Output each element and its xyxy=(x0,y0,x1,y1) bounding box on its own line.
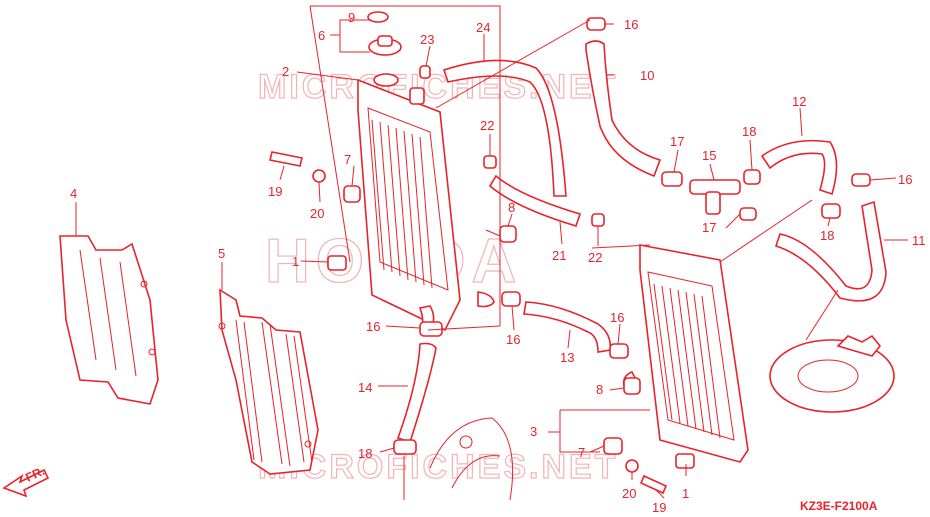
callout-16: 16 xyxy=(898,172,912,187)
callout-12: 12 xyxy=(792,94,806,109)
callout-20: 20 xyxy=(622,486,636,501)
callout-11: 11 xyxy=(912,233,926,248)
small-fittings xyxy=(269,17,871,495)
callout-15: 15 xyxy=(702,148,716,163)
left-radiator xyxy=(357,73,495,332)
engine-fragment xyxy=(429,417,514,501)
callout-9: 9 xyxy=(348,10,355,25)
callout-5: 5 xyxy=(218,246,225,261)
callout-19: 19 xyxy=(268,184,282,199)
callout-16: 16 xyxy=(610,310,624,325)
watermark-top: MICROFICHES.NET xyxy=(258,68,618,106)
callout-23: 23 xyxy=(420,32,434,47)
callout-19: 19 xyxy=(652,500,666,515)
hose-14 xyxy=(396,342,437,444)
callout-1: 1 xyxy=(292,254,299,269)
callout-1: 1 xyxy=(682,486,689,501)
cylinder-head xyxy=(769,334,895,413)
callout-18: 18 xyxy=(358,446,372,461)
callout-17: 17 xyxy=(670,134,684,149)
callout-16: 16 xyxy=(506,332,520,347)
callout-10: 10 xyxy=(640,68,654,83)
hose-24 xyxy=(442,59,567,197)
hose-12 xyxy=(760,139,838,196)
callout-17: 17 xyxy=(702,220,716,235)
callout-8: 8 xyxy=(596,382,603,397)
radiator-shroud-left xyxy=(59,235,159,405)
joint-15 xyxy=(689,179,741,215)
callout-21: 21 xyxy=(552,248,566,263)
radiator-shroud-right xyxy=(218,288,319,475)
hose-21 xyxy=(488,174,582,227)
direction-label: FR. xyxy=(23,464,46,485)
callout-22: 22 xyxy=(480,118,494,133)
callout-16: 16 xyxy=(624,17,638,32)
callout-3: 3 xyxy=(530,424,537,439)
callout-18: 18 xyxy=(742,124,756,139)
hose-13 xyxy=(523,301,612,353)
right-radiator xyxy=(622,244,749,463)
callout-6: 6 xyxy=(318,28,325,43)
callout-13: 13 xyxy=(560,350,574,365)
hose-10 xyxy=(585,40,662,178)
callout-2: 2 xyxy=(282,64,289,79)
callout-4: 4 xyxy=(70,186,77,201)
callout-20: 20 xyxy=(310,206,324,221)
callout-7: 7 xyxy=(344,152,351,167)
radiator-cap xyxy=(367,11,402,56)
callout-7: 7 xyxy=(578,445,585,460)
front-direction-arrow: FR. xyxy=(2,464,50,498)
callout-16: 16 xyxy=(366,319,380,334)
callout-labels: 1 1 2 3 4 5 6 7 7 8 8 9 10 11 12 13 14 1… xyxy=(70,10,926,515)
callout-22: 22 xyxy=(588,250,602,265)
callout-8: 8 xyxy=(508,200,515,215)
leader-lines xyxy=(75,5,908,500)
callout-18: 18 xyxy=(820,228,834,243)
hose-11 xyxy=(774,200,887,302)
callout-24: 24 xyxy=(476,20,490,35)
callout-14: 14 xyxy=(358,380,372,395)
figure-code: KZ3E-F2100A xyxy=(800,499,878,513)
